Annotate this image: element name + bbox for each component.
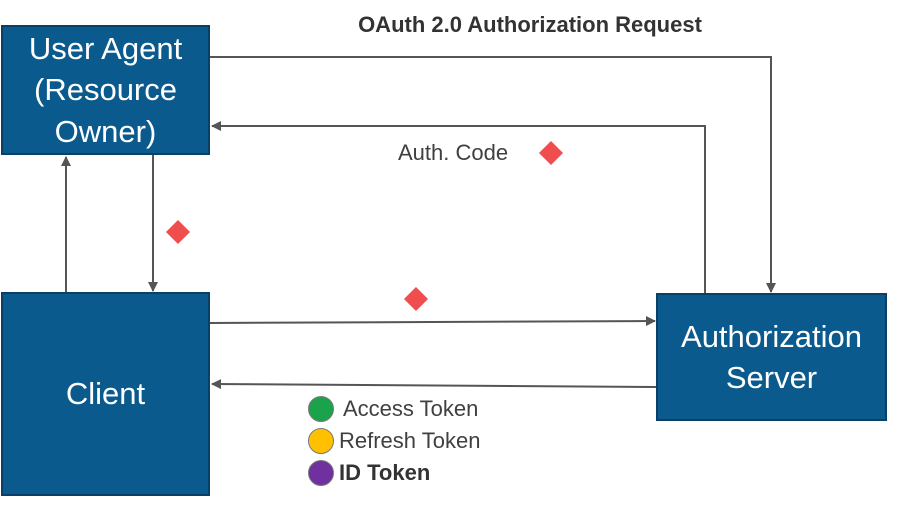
- legend-label-refresh-token: Refresh Token: [339, 428, 481, 453]
- legend-item-refresh-token: Refresh Token: [308, 428, 480, 454]
- arrow-client-to-auth-server: [209, 316, 656, 327]
- client-label: Client: [65, 376, 146, 412]
- green-circle-icon: [308, 396, 334, 422]
- authorization-server-label-line1: Authorization: [681, 318, 862, 354]
- auth-code-label: Auth. Code: [398, 140, 509, 165]
- auth-code-diamond-icon: [537, 139, 565, 167]
- client-node: Client: [1, 292, 210, 496]
- arrow-authorization-request: [210, 56, 776, 293]
- authorization-server-label-line2: Server: [725, 360, 818, 395]
- yellow-circle-icon: [308, 428, 334, 454]
- legend-label-id-token: ID Token: [339, 460, 431, 485]
- legend-label-access-token: Access Token: [343, 396, 479, 421]
- user-agent-label-line3: Owner): [54, 113, 157, 149]
- auth-code-diamond-icon: [402, 285, 430, 313]
- legend-item-id-token: ID Token: [308, 460, 430, 486]
- arrow-auth-code-redirect: [211, 121, 706, 293]
- user-agent-node: User Agent (Resource Owner): [1, 25, 210, 155]
- authorization-server-node: Authorization Server: [656, 293, 887, 421]
- auth-code-diamond-icon: [164, 218, 192, 246]
- user-agent-label-line2: (Resource: [34, 72, 177, 108]
- legend-item-access-token: Access Token: [308, 396, 478, 422]
- arrow-tokens-to-client: [211, 379, 657, 390]
- purple-circle-icon: [308, 460, 334, 486]
- user-agent-label-line1: User Agent: [28, 31, 183, 67]
- diagram-title: OAuth 2.0 Authorization Request: [358, 12, 702, 37]
